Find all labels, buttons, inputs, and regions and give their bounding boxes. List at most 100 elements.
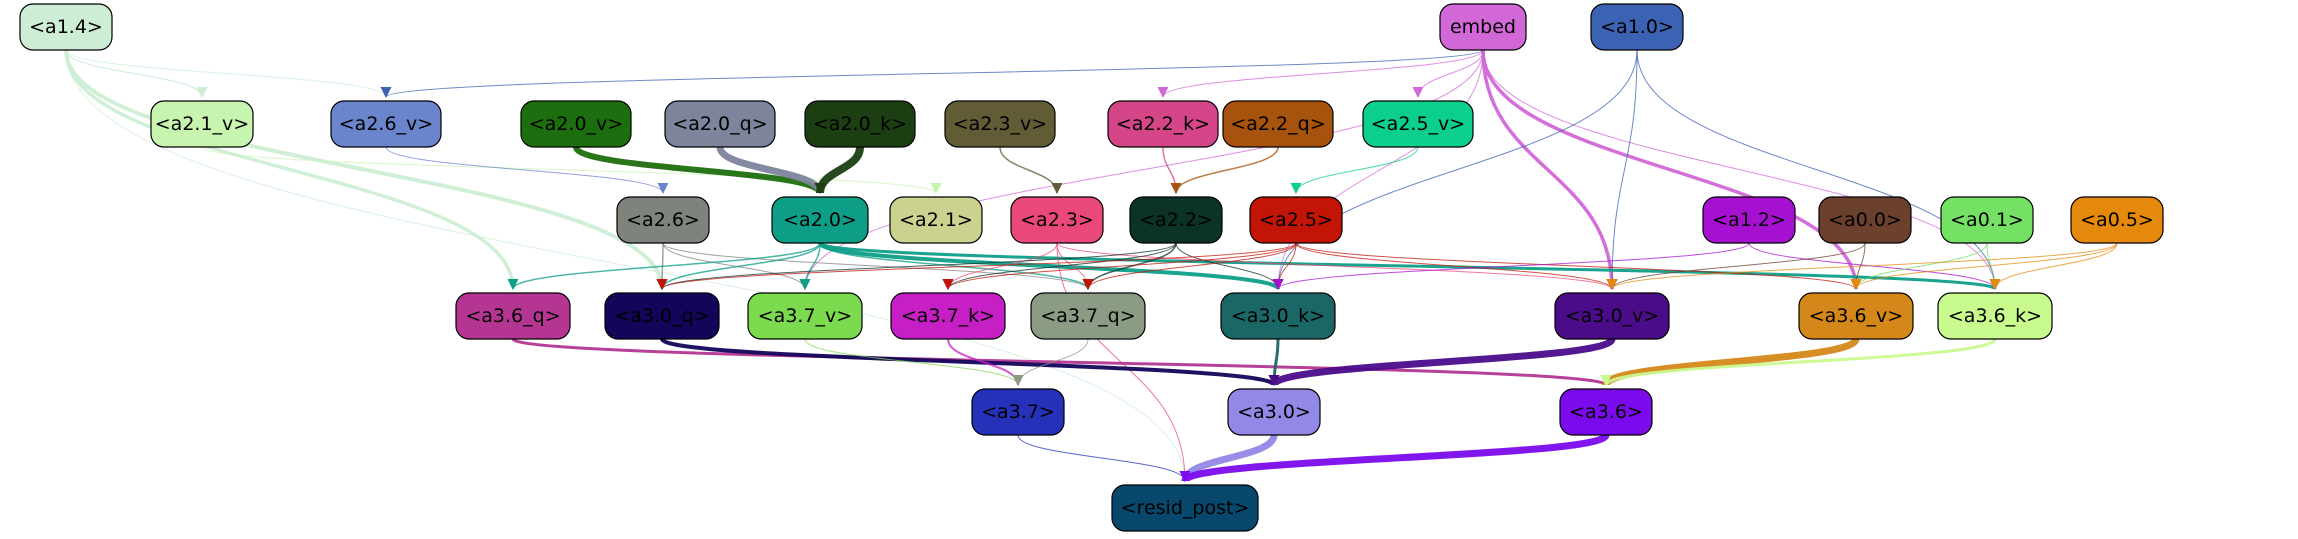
node-a1-4[interactable]: <a1.4> <box>19 3 113 51</box>
edge-embed-to-a2_2_k <box>1157 49 1484 98</box>
node-label: <a3.6_q> <box>465 305 560 327</box>
node-label: <a3.7_q> <box>1040 305 1135 327</box>
node-a2-2[interactable]: <a2.2> <box>1129 196 1223 244</box>
node-label: <a2.2_q> <box>1230 113 1325 135</box>
node-box <box>1227 388 1321 436</box>
edge-a2_2-to-a3_7_q <box>1082 242 1177 290</box>
node-a3-6-q[interactable]: <a3.6_q> <box>455 292 571 340</box>
node-box <box>616 196 710 244</box>
node-a2-6-v[interactable]: <a2.6_v> <box>330 100 442 148</box>
node-box <box>1554 292 1670 340</box>
node-a3-0-v[interactable]: <a3.0_v> <box>1554 292 1670 340</box>
edge-a3_0_v-to-a3_0 <box>1268 336 1616 388</box>
node-a2-3-v[interactable]: <a2.3_v> <box>944 100 1056 148</box>
node-box <box>1439 3 1527 51</box>
edge-a2_3_v-to-a2_3 <box>999 146 1063 195</box>
node-a0-5[interactable]: <a0.5> <box>2070 196 2164 244</box>
node-a2-0-v[interactable]: <a2.0_v> <box>520 100 632 148</box>
node-label: <a2.0_q> <box>672 113 767 135</box>
node-a2-1-v[interactable]: <a2.1_v> <box>150 100 254 148</box>
node-a2-1[interactable]: <a2.1> <box>889 196 983 244</box>
edge-embed-to-a3_0_v <box>1481 49 1618 291</box>
node-a3-6[interactable]: <a3.6> <box>1559 388 1653 436</box>
edge-a1_4-to-resid_post <box>65 49 1191 483</box>
node-a3-0-k[interactable]: <a3.0_k> <box>1220 292 1336 340</box>
node-a2-2-k[interactable]: <a2.2_k> <box>1107 100 1219 148</box>
node-box <box>1129 196 1223 244</box>
node-a2-6[interactable]: <a2.6> <box>616 196 710 244</box>
node-box <box>19 3 113 51</box>
node-a2-5[interactable]: <a2.5> <box>1249 196 1343 244</box>
node-label: embed <box>1450 16 1516 38</box>
node-box <box>1010 196 1104 244</box>
edge-a2_0_k-to-a2_0 <box>814 146 864 194</box>
node-a3-7-v[interactable]: <a3.7_v> <box>747 292 863 340</box>
node-label: <a2.1_v> <box>155 113 249 135</box>
node-a3-7-q[interactable]: <a3.7_q> <box>1030 292 1146 340</box>
edge-a1_0-to-a3_6_k <box>1636 49 2001 291</box>
node-a3-0[interactable]: <a3.0> <box>1227 388 1321 436</box>
node-label: <a3.6> <box>1569 401 1643 423</box>
edge-a2_0-to-a3_0_q <box>656 242 821 290</box>
node-a1-2[interactable]: <a1.2> <box>1702 196 1796 244</box>
edge-a0_0-to-a3_0_v <box>1606 242 1866 290</box>
node-box <box>664 100 776 148</box>
node-box <box>890 292 1006 340</box>
node-box <box>747 292 863 340</box>
node-layer: <a1.4> embed <a1.0> <a2.1_v> <a2.6_v> <a2.0_v… <box>19 3 2164 532</box>
node-a2-0-q[interactable]: <a2.0_q> <box>664 100 776 148</box>
node-box <box>1559 388 1653 436</box>
node-label: <a3.7_k> <box>901 305 995 327</box>
edge-a2_0-to-a3_6_k <box>818 241 2000 291</box>
node-a0-1[interactable]: <a0.1> <box>1940 196 2034 244</box>
node-a1-0[interactable]: <a1.0> <box>1590 3 1684 51</box>
node-box <box>150 100 254 148</box>
edge-a2_3-to-a3_0_v <box>1056 242 1618 291</box>
node-a3-6-k[interactable]: <a3.6_k> <box>1937 292 2053 340</box>
node-a3-6-v[interactable]: <a3.6_v> <box>1798 292 1914 340</box>
edge-a2_5_v-to-a2_5 <box>1290 146 1419 194</box>
edge-a2_5-to-a3_7_k <box>942 242 1297 290</box>
node-box <box>520 100 632 148</box>
node-a2-3[interactable]: <a2.3> <box>1010 196 1104 244</box>
node-box <box>1362 100 1474 148</box>
edge-embed-to-a3_6_k <box>1482 49 2001 291</box>
node-label: <a3.0_k> <box>1231 305 1325 327</box>
edge-a2_0-to-a3_0_k <box>818 241 1284 291</box>
node-box <box>944 100 1056 148</box>
node-box <box>1590 3 1684 51</box>
node-label: <a2.2_k> <box>1116 113 1210 135</box>
node-a3-7-k[interactable]: <a3.7_k> <box>890 292 1006 340</box>
node-label: <a3.0_v> <box>1565 305 1659 327</box>
edge-a2_6-to-a3_7_v <box>662 242 811 291</box>
edge-a2_5-to-a3_0_q <box>656 242 1297 290</box>
node-a2-2-q[interactable]: <a2.2_q> <box>1222 100 1334 148</box>
node-a2-5-v[interactable]: <a2.5_v> <box>1362 100 1474 148</box>
edge-a2_0-to-a3_6_q <box>507 242 821 290</box>
node-label: <a0.0> <box>1828 209 1902 231</box>
node-a2-0[interactable]: <a2.0> <box>771 196 869 244</box>
edge-embed-to-a3_0_k <box>1272 49 1484 290</box>
node-a3-7[interactable]: <a3.7> <box>971 388 1065 436</box>
node-box <box>1937 292 2053 340</box>
node-resid-post[interactable]: <resid_post> <box>1111 484 1259 532</box>
node-box <box>771 196 869 244</box>
node-box <box>604 292 720 340</box>
edge-a1_0-to-a3_0_k <box>1272 49 1638 290</box>
node-label: <a0.1> <box>1950 209 2024 231</box>
node-label: <a1.2> <box>1712 209 1786 231</box>
edge-a2_2_q-to-a2_2 <box>1170 146 1279 194</box>
edge-a2_0-to-a3_7_v <box>799 242 821 290</box>
node-embed[interactable]: embed <box>1439 3 1527 51</box>
node-label: <a2.0_k> <box>813 113 907 135</box>
node-label: <a3.0_q> <box>614 305 709 327</box>
node-box <box>1798 292 1914 340</box>
edge-a1_2-to-a3_0_k <box>1272 242 1750 290</box>
node-a3-0-q[interactable]: <a3.0_q> <box>604 292 720 340</box>
node-label: <a2.6_v> <box>339 113 433 135</box>
node-box <box>455 292 571 340</box>
node-a0-0[interactable]: <a0.0> <box>1818 196 1912 244</box>
node-a2-0-k[interactable]: <a2.0_k> <box>804 100 916 148</box>
node-label: <a3.6_v> <box>1809 305 1903 327</box>
edge-a3_7_q-to-a3_7 <box>1012 338 1089 386</box>
